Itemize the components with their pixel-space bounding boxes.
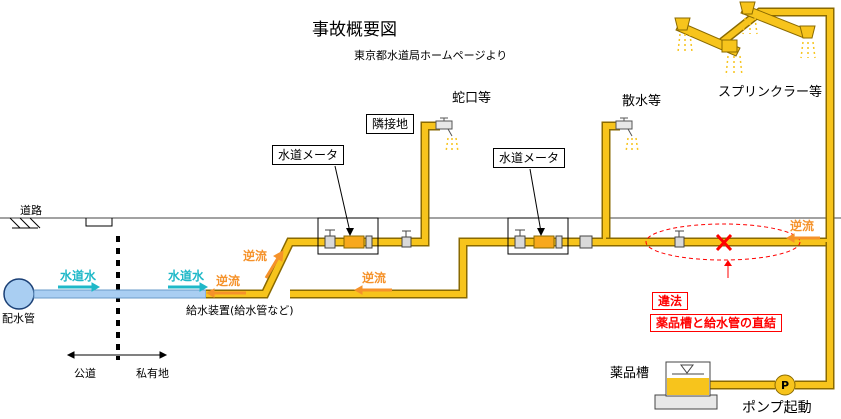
source-note: 東京都水道局ホームページより <box>354 49 508 62</box>
main-water-pipe <box>33 289 207 299</box>
violation-title: 違法 <box>652 292 689 310</box>
faucet-icon-2 <box>615 117 633 137</box>
sprinkler-arms <box>675 4 809 57</box>
meter-device-2 <box>514 229 563 249</box>
valve-1 <box>401 230 412 248</box>
faucet-spray-1 <box>445 137 459 153</box>
private-land-label: 私有地 <box>136 367 169 380</box>
road-label: 道路 <box>20 204 42 217</box>
backflow-arrow-1 <box>205 288 246 298</box>
pump-icon <box>774 374 796 396</box>
meter-box-1 <box>317 217 379 255</box>
road-hatch <box>9 217 41 229</box>
backflow-arrow-2 <box>264 250 284 279</box>
violation-ellipse <box>645 223 801 261</box>
backflow-label-1: 逆流 <box>216 274 241 288</box>
faucet-label: 蛇口等 <box>452 91 492 106</box>
sprinkle-label: 散水等 <box>622 94 662 109</box>
tap-water-arrow-2 <box>168 282 209 292</box>
violation-detail: 薬品槽と給水管の直結 <box>650 314 783 332</box>
tap-water-arrow-1 <box>58 282 101 292</box>
valve-3 <box>674 230 685 248</box>
meter-label-1: 水道メータ <box>272 145 345 165</box>
tap-water-label-2: 水道水 <box>168 269 205 283</box>
chemical-tank-icon <box>654 361 718 410</box>
meter-callout-2 <box>529 168 542 233</box>
sprinkler-spray <box>677 17 816 77</box>
meter-device-1 <box>324 229 373 249</box>
curb <box>85 218 113 227</box>
pump-symbol: P <box>781 379 790 392</box>
meter-box-2 <box>507 217 569 255</box>
distribution-pipe-label: 配水管 <box>2 312 35 325</box>
sprinkler-heads <box>674 1 816 39</box>
faucet-icon-1 <box>435 117 453 137</box>
chemical-tank-label: 薬品槽 <box>610 366 650 381</box>
pump-start-label: ポンプ起動 <box>742 400 812 416</box>
backflow-label-2: 逆流 <box>243 249 268 263</box>
supply-device-label: 給水装置(給水管など) <box>186 304 294 317</box>
distribution-pipe-icon <box>3 278 35 310</box>
tap-water-label-1: 水道水 <box>60 269 97 283</box>
public-private-arrow <box>66 351 168 359</box>
supply-pipe-network <box>206 7 835 390</box>
diagram-title: 事故概要図 <box>312 20 397 40</box>
backflow-arrow-3 <box>353 285 392 295</box>
neighbor-box: 隣接地 <box>366 114 415 134</box>
violation-x-icon <box>715 233 733 252</box>
faucet-spray-2 <box>625 137 639 153</box>
meter-callout-1 <box>334 165 351 233</box>
valve-2 <box>579 235 593 249</box>
meter-label-2: 水道メータ <box>493 148 566 168</box>
backflow-label-4: 逆流 <box>790 219 815 233</box>
backflow-label-3: 逆流 <box>362 271 387 285</box>
backflow-arrow-4 <box>785 233 820 243</box>
public-road-label: 公道 <box>74 367 96 380</box>
sprinkler-label: スプリンクラー等 <box>718 85 823 100</box>
